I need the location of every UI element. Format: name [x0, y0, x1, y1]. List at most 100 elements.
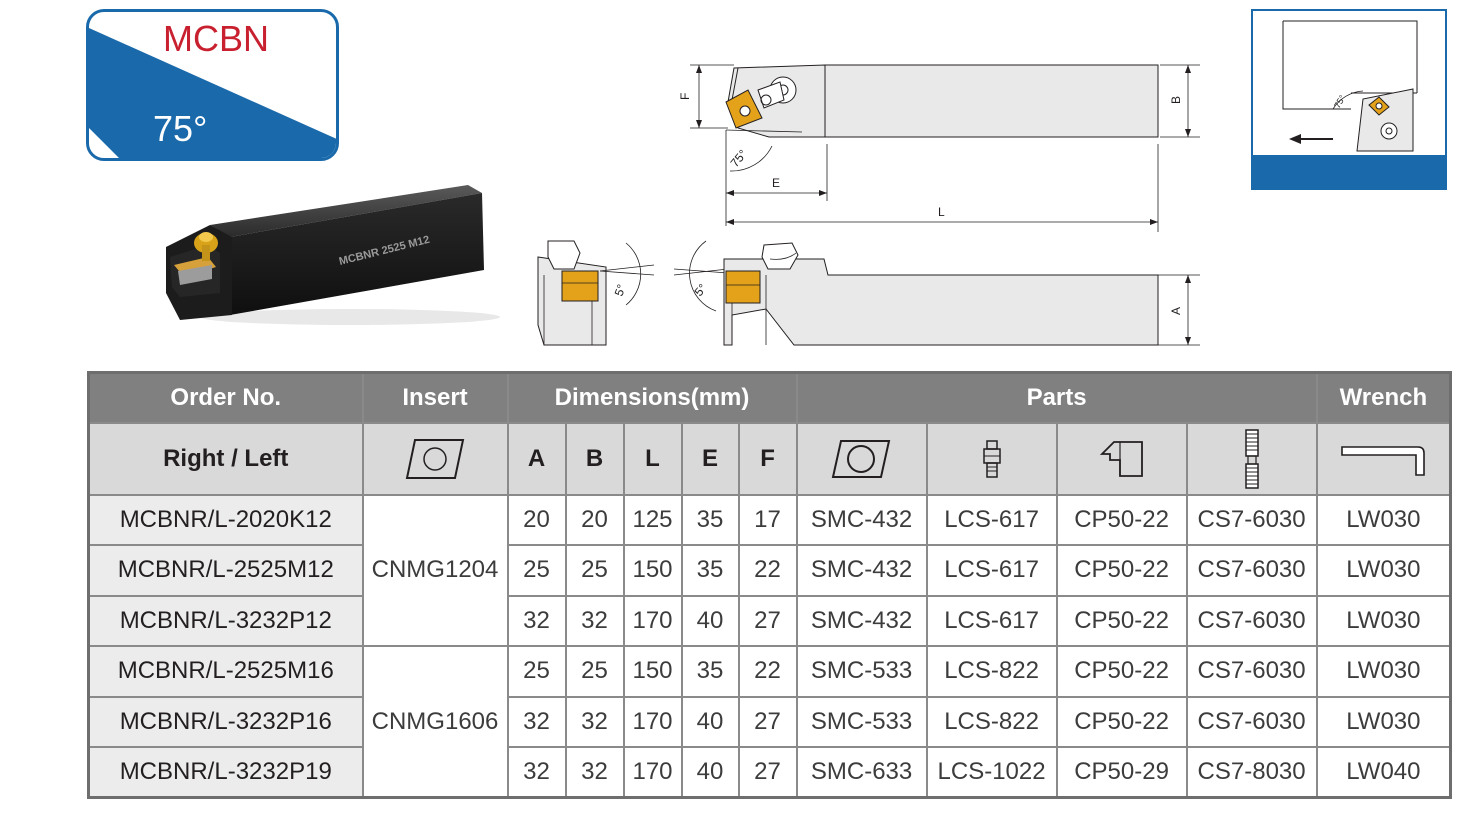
pin-cell: LCS-617	[925, 493, 1058, 546]
a-cell: 25	[506, 544, 567, 597]
a-cell: 20	[506, 493, 567, 546]
screw-cell: CS7-6030	[1185, 695, 1318, 748]
b-cell: 32	[564, 695, 625, 748]
b-cell: 20	[564, 493, 625, 546]
dim-label-E: E	[772, 176, 780, 190]
clamp-icon	[1099, 440, 1143, 477]
insert-cell: CNMG1204	[361, 493, 509, 647]
dim-label-75: 75°	[728, 147, 751, 170]
end-view-diagram: 5°	[537, 240, 655, 346]
l-cell: 170	[622, 695, 683, 748]
hex-key-icon	[1341, 445, 1426, 476]
insert-cell: CNMG1606	[361, 645, 509, 799]
subheader-shim-icon-cell	[795, 421, 928, 496]
top-view-diagram: F B 75° E L	[678, 64, 1200, 232]
spec-table: Order No. Insert Dimensions(mm) Parts Wr…	[87, 371, 1453, 799]
a-cell: 25	[506, 645, 567, 698]
subheader-E: E	[680, 421, 740, 496]
subheader-pin-icon-cell	[925, 421, 1058, 496]
e-cell: 35	[680, 493, 740, 546]
subheader-A: A	[506, 421, 567, 496]
badge-background	[89, 28, 336, 158]
clamp-cell: CP50-22	[1055, 594, 1188, 647]
e-cell: 40	[680, 746, 740, 799]
shim-cell: SMC-432	[795, 594, 928, 647]
order-no-cell: MCBNR/L-2525M16	[87, 645, 364, 698]
wrench-cell: LW030	[1315, 645, 1452, 698]
badge-angle: 75°	[153, 108, 208, 149]
clamp-cell: CP50-22	[1055, 493, 1188, 546]
wrench-cell: LW030	[1315, 493, 1452, 546]
screw-cell: CS7-6030	[1185, 645, 1318, 698]
order-no-cell: MCBNR/L-3232P16	[87, 695, 364, 748]
subheader-screw-icon-cell	[1185, 421, 1318, 496]
subheader-row: Right / Left A B L E F	[87, 421, 1452, 496]
l-cell: 170	[622, 746, 683, 799]
b-cell: 32	[564, 746, 625, 799]
f-cell: 27	[737, 594, 798, 647]
pin-cell: LCS-617	[925, 594, 1058, 647]
wrench-cell: LW030	[1315, 544, 1452, 597]
e-cell: 35	[680, 544, 740, 597]
f-cell: 22	[737, 544, 798, 597]
l-cell: 125	[622, 493, 683, 546]
shim-cell: SMC-432	[795, 493, 928, 546]
order-no-cell: MCBNR/L-2525M12	[87, 544, 364, 597]
header-dimensions: Dimensions(mm)	[506, 371, 798, 424]
tool-type-badge: MCBN 75°	[86, 9, 339, 161]
a-cell: 32	[506, 594, 567, 647]
order-no-cell: MCBNR/L-3232P12	[87, 594, 364, 647]
subheader-clamp-icon-cell	[1055, 421, 1188, 496]
subheader-F: F	[737, 421, 798, 496]
header-insert: Insert	[361, 371, 509, 424]
subheader-wrench-icon-cell	[1315, 421, 1452, 496]
l-cell: 170	[622, 594, 683, 647]
order-no-cell: MCBNR/L-2020K12	[87, 493, 364, 546]
side-view-diagram: 5° A	[673, 240, 1200, 346]
rhombic-insert-icon	[405, 438, 465, 479]
screw-cell: CS7-6030	[1185, 594, 1318, 647]
dim-label-F: F	[678, 93, 692, 100]
header-wrench: Wrench	[1315, 371, 1452, 424]
wrench-cell: LW040	[1315, 746, 1452, 799]
l-cell: 150	[622, 544, 683, 597]
clamp-cell: CP50-22	[1055, 544, 1188, 597]
application-inset: 75°	[1251, 9, 1447, 190]
b-cell: 25	[564, 544, 625, 597]
pin-cell: LCS-617	[925, 544, 1058, 597]
pin-cell: LCS-822	[925, 695, 1058, 748]
clamp-cell: CP50-29	[1055, 746, 1188, 799]
subheader-B: B	[564, 421, 625, 496]
dim-label-A: A	[1169, 307, 1183, 315]
f-cell: 17	[737, 493, 798, 546]
pin-cell: LCS-822	[925, 645, 1058, 698]
shim-cell: SMC-533	[795, 695, 928, 748]
e-cell: 40	[680, 695, 740, 748]
order-no-cell: MCBNR/L-3232P19	[87, 746, 364, 799]
f-cell: 27	[737, 695, 798, 748]
e-cell: 40	[680, 594, 740, 647]
a-cell: 32	[506, 746, 567, 799]
dim-label-B: B	[1169, 96, 1183, 104]
b-cell: 25	[564, 645, 625, 698]
header-order-no: Order No.	[87, 371, 364, 424]
wrench-cell: LW030	[1315, 695, 1452, 748]
subheader-L: L	[622, 421, 683, 496]
e-cell: 35	[680, 645, 740, 698]
clamp-cell: CP50-22	[1055, 645, 1188, 698]
wrench-cell: LW030	[1315, 594, 1452, 647]
screw-cell: CS7-6030	[1185, 493, 1318, 546]
dim-label-L: L	[938, 205, 945, 219]
dim-label-5-left: 5°	[612, 282, 629, 298]
shim-cell: SMC-533	[795, 645, 928, 698]
shim-icon	[831, 439, 890, 478]
f-cell: 22	[737, 645, 798, 698]
shim-cell: SMC-633	[795, 746, 928, 799]
header-parts: Parts	[795, 371, 1318, 424]
b-cell: 32	[564, 594, 625, 647]
